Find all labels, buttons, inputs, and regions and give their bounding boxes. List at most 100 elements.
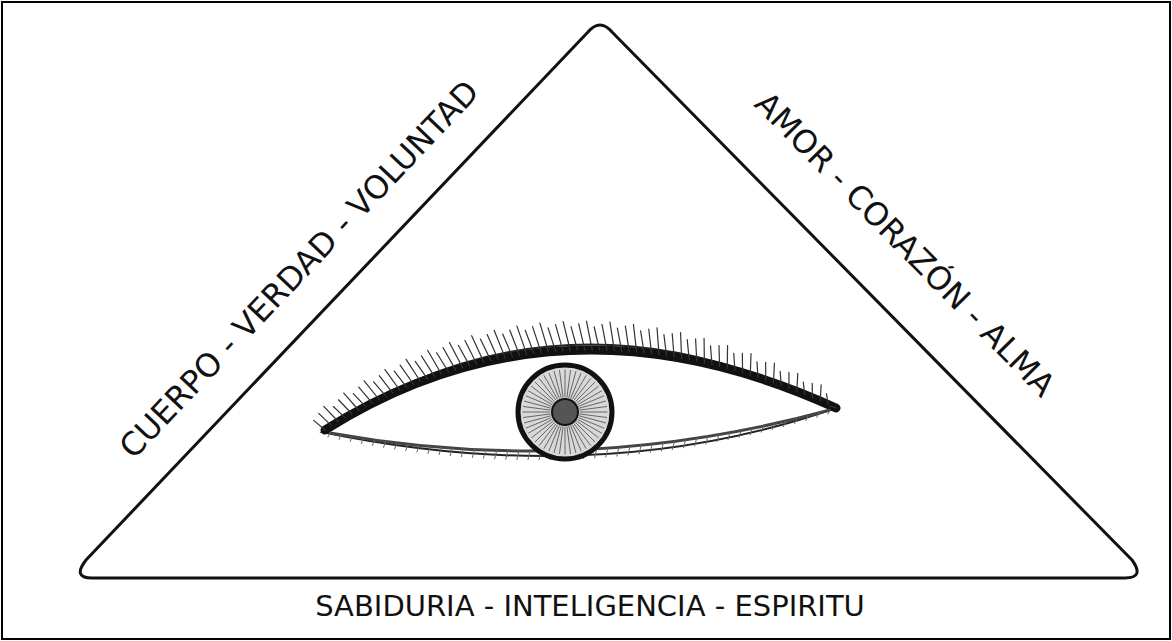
eyelash xyxy=(594,327,599,350)
lower-eyelash xyxy=(795,419,797,424)
eyelash xyxy=(385,370,400,391)
lower-eyelash xyxy=(372,440,374,445)
eyelash xyxy=(472,336,484,363)
lower-eyelash xyxy=(650,444,652,452)
iris-line xyxy=(549,426,559,451)
lower-eyelash xyxy=(806,416,808,421)
lower-eyelash xyxy=(439,447,441,454)
pupil xyxy=(552,399,578,425)
eyelash xyxy=(510,330,520,355)
lower-eyelash xyxy=(728,433,730,440)
iris-line xyxy=(544,376,558,399)
lower-eyelash xyxy=(517,451,519,460)
lower-eyelash xyxy=(761,426,763,432)
eyelash xyxy=(487,335,498,360)
eyelash xyxy=(437,353,449,372)
lower-eyelash xyxy=(695,438,697,446)
eyelash xyxy=(797,373,798,391)
triangle-outline xyxy=(80,25,1137,578)
eyelash xyxy=(374,382,387,397)
eyelash xyxy=(449,342,462,367)
eyelash xyxy=(571,327,578,351)
lower-eyelash xyxy=(472,450,474,458)
iris-line xyxy=(579,418,604,428)
eyelash xyxy=(359,387,373,403)
iris-line xyxy=(523,412,550,413)
lower-eyelash xyxy=(672,441,674,449)
lower-eyelash xyxy=(817,413,819,417)
eyelash xyxy=(503,334,513,357)
iris-line xyxy=(529,420,552,434)
lower-eyelash xyxy=(506,451,508,459)
lower-eyelash xyxy=(739,431,741,438)
eyelash xyxy=(826,394,828,405)
lower-eyelash xyxy=(339,435,341,439)
eyelash xyxy=(757,362,758,378)
eyelash xyxy=(803,382,804,394)
eyelash xyxy=(734,353,735,370)
lower-eyelash xyxy=(784,421,786,426)
eyelash xyxy=(333,407,345,418)
eyelash xyxy=(428,350,442,374)
iris-line xyxy=(578,391,601,405)
eyelash xyxy=(579,324,585,350)
eyelash xyxy=(344,393,359,410)
lower-eyelash xyxy=(328,433,330,437)
eyelash xyxy=(788,372,789,388)
iris-line xyxy=(523,414,550,418)
iris-texture xyxy=(523,370,607,454)
lower-eyelash xyxy=(606,448,608,457)
lower-eyelash xyxy=(484,450,486,458)
eyelash xyxy=(563,322,570,351)
eyelash xyxy=(649,329,652,354)
eyelash xyxy=(480,339,491,361)
lower-eyelash xyxy=(417,445,419,452)
eyelash xyxy=(750,354,752,375)
eyelash xyxy=(394,371,407,387)
eyelash xyxy=(727,346,729,369)
lower-eyelash xyxy=(395,443,397,449)
eyelash xyxy=(742,353,743,372)
lower-eyelash xyxy=(828,410,830,414)
eyelash xyxy=(633,324,636,352)
lower-eyelash xyxy=(684,440,686,448)
iris-line xyxy=(580,407,607,411)
eyelash xyxy=(586,321,592,350)
eyelash xyxy=(533,327,542,353)
eyelash xyxy=(711,346,712,365)
iris-line xyxy=(565,427,566,454)
lower-eyelash xyxy=(750,428,752,434)
eyelash xyxy=(820,385,822,401)
iris-line xyxy=(580,412,607,413)
eyelash xyxy=(696,339,697,361)
eyelash xyxy=(525,330,534,353)
lower-eyelash xyxy=(461,449,463,457)
eyelash xyxy=(687,340,689,360)
lower-eyelash xyxy=(428,446,430,453)
lower-eyelash xyxy=(617,447,619,456)
eyelash xyxy=(415,361,427,379)
eyelash xyxy=(556,325,563,351)
eyelash xyxy=(548,328,556,351)
lower-eyelash xyxy=(717,435,719,442)
eyelash xyxy=(314,420,325,430)
iris-line xyxy=(571,373,581,398)
iris-line xyxy=(526,396,551,406)
eyelash xyxy=(672,333,674,357)
eyelash xyxy=(364,381,379,400)
eyelash xyxy=(718,346,720,367)
eyelash xyxy=(664,335,667,356)
lower-eyelash xyxy=(628,446,630,455)
eyelash xyxy=(773,363,775,383)
lower-eyelash xyxy=(639,445,641,454)
eyelash xyxy=(617,328,621,351)
lower-eyelash xyxy=(361,438,363,443)
lower-eyelash xyxy=(495,450,497,458)
eyelash xyxy=(780,371,781,385)
eye-drawing xyxy=(314,321,836,460)
iris-line xyxy=(565,370,566,397)
iris-line xyxy=(573,425,587,448)
eyelash xyxy=(494,330,505,358)
